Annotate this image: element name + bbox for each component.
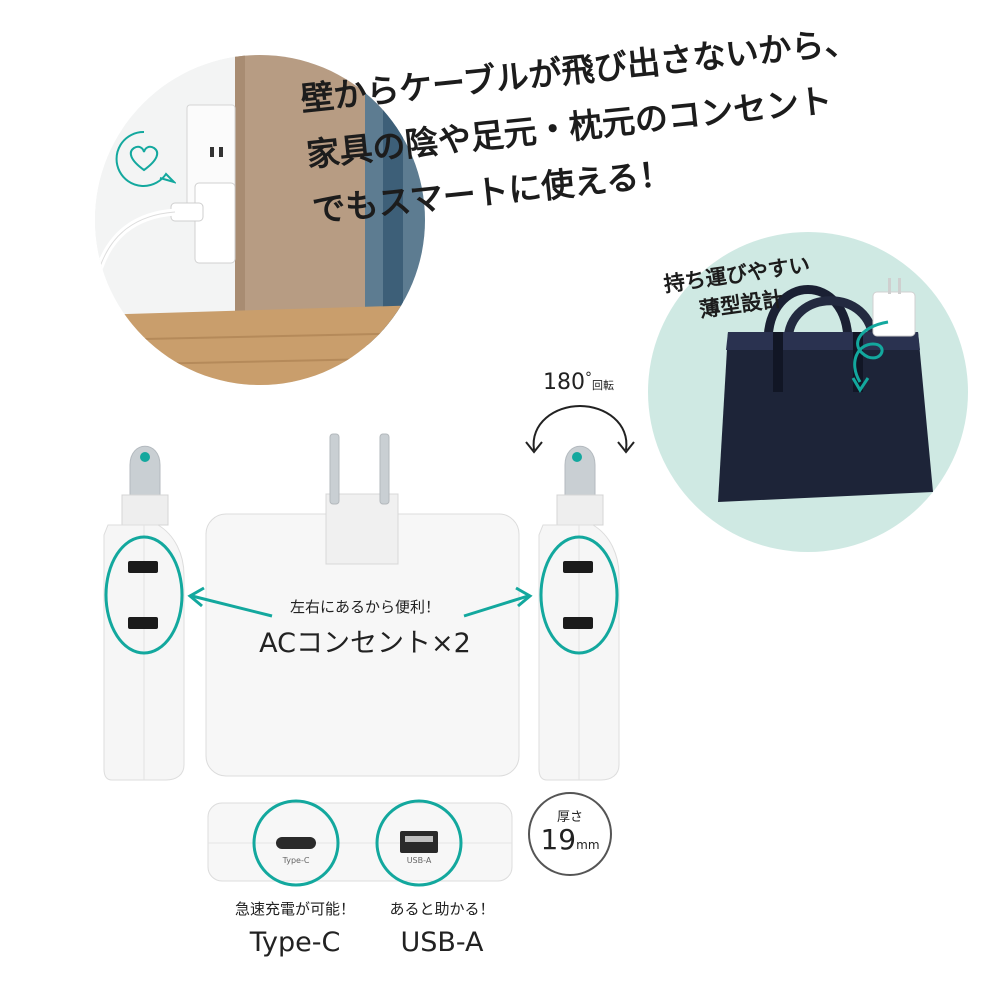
wall-outlet-photo	[95, 55, 425, 385]
thickness-badge: 厚さ 19mm	[528, 792, 612, 876]
thickness-unit: mm	[576, 838, 600, 852]
typec-info: 急速充電が可能！ Type-C	[215, 898, 375, 958]
thickness-label: 厚さ	[556, 810, 583, 825]
thickness-value: 19	[540, 823, 577, 856]
adapter-front	[205, 433, 520, 777]
ac-feature-main: ACコンセント×2	[259, 628, 471, 659]
rotate-arrows-icon	[525, 404, 635, 454]
usba-caption: あると助かる！	[389, 900, 495, 918]
adapter-side-right	[538, 445, 620, 781]
rotation-unit: 回転	[592, 379, 614, 392]
usba-info: あると助かる！ USB-A	[362, 898, 522, 958]
headline: 壁からケーブルが飛び出さないから、 家具の陰や足元・枕元のコンセント でもスマー…	[298, 13, 872, 239]
rotation-label: 180°回転	[543, 370, 643, 395]
typec-caption: 急速充電が可能！	[234, 900, 355, 918]
arrow-left-icon	[187, 586, 273, 618]
typec-engraving: Type-C	[282, 856, 310, 865]
rotation-degree: °	[585, 370, 592, 386]
bag-photo	[648, 232, 968, 552]
heart-speech-icon	[115, 130, 176, 187]
bag-illustration	[718, 278, 933, 502]
typec-name: Type-C	[249, 927, 341, 958]
arrow-right-icon	[463, 586, 533, 618]
adapter-bottom	[207, 799, 513, 887]
ac-feature: 左右にあるから便利！ ACコンセント×2	[230, 596, 500, 660]
wall-outlet-illustration	[95, 55, 425, 385]
ac-feature-sub: 左右にあるから便利！	[289, 598, 440, 616]
usba-name: USB-A	[400, 927, 484, 958]
adapter-side-left	[103, 445, 185, 781]
usba-engraving: USB-A	[406, 856, 432, 865]
rotation-value: 180	[543, 370, 585, 395]
